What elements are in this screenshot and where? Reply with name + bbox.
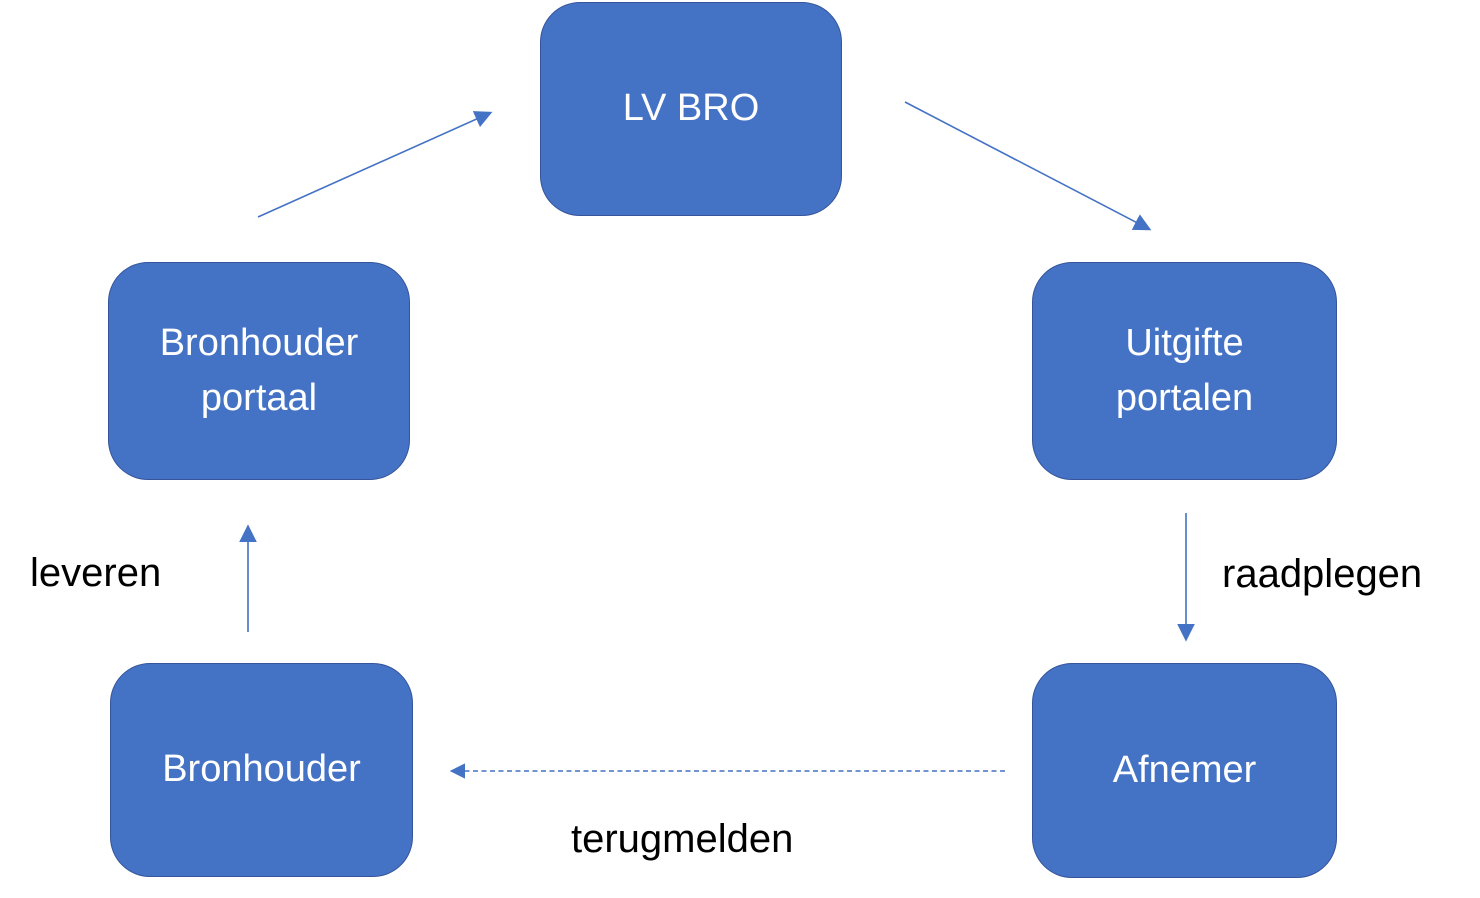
node-afnemer-label: Afnemer (1112, 748, 1257, 791)
arrow-lvbro-to-uitgifteportalen (904, 101, 1152, 231)
edge-label-terugmelden: terugmelden (571, 817, 794, 861)
edge-label-raadplegen: raadplegen (1222, 552, 1423, 596)
node-bronhouder: Bronhouder (110, 663, 413, 877)
node-lv-bro-label: LV BRO (622, 87, 760, 130)
node-uitgifte-portalen: Uitgifte portalen (1032, 262, 1337, 480)
node-bronhouder-portaal-label: Bronhouder portaal (159, 321, 359, 419)
arrow-bronhouderportaal-to-lvbro (257, 111, 493, 218)
node-lv-bro: LV BRO (540, 2, 842, 216)
node-uitgifte-portalen-label: Uitgifte portalen (1115, 321, 1254, 419)
node-afnemer: Afnemer (1032, 663, 1337, 878)
edge-label-leveren: leveren (30, 551, 162, 595)
node-bronhouder-portaal: Bronhouder portaal (108, 262, 410, 480)
node-bronhouder-label: Bronhouder (162, 748, 361, 791)
